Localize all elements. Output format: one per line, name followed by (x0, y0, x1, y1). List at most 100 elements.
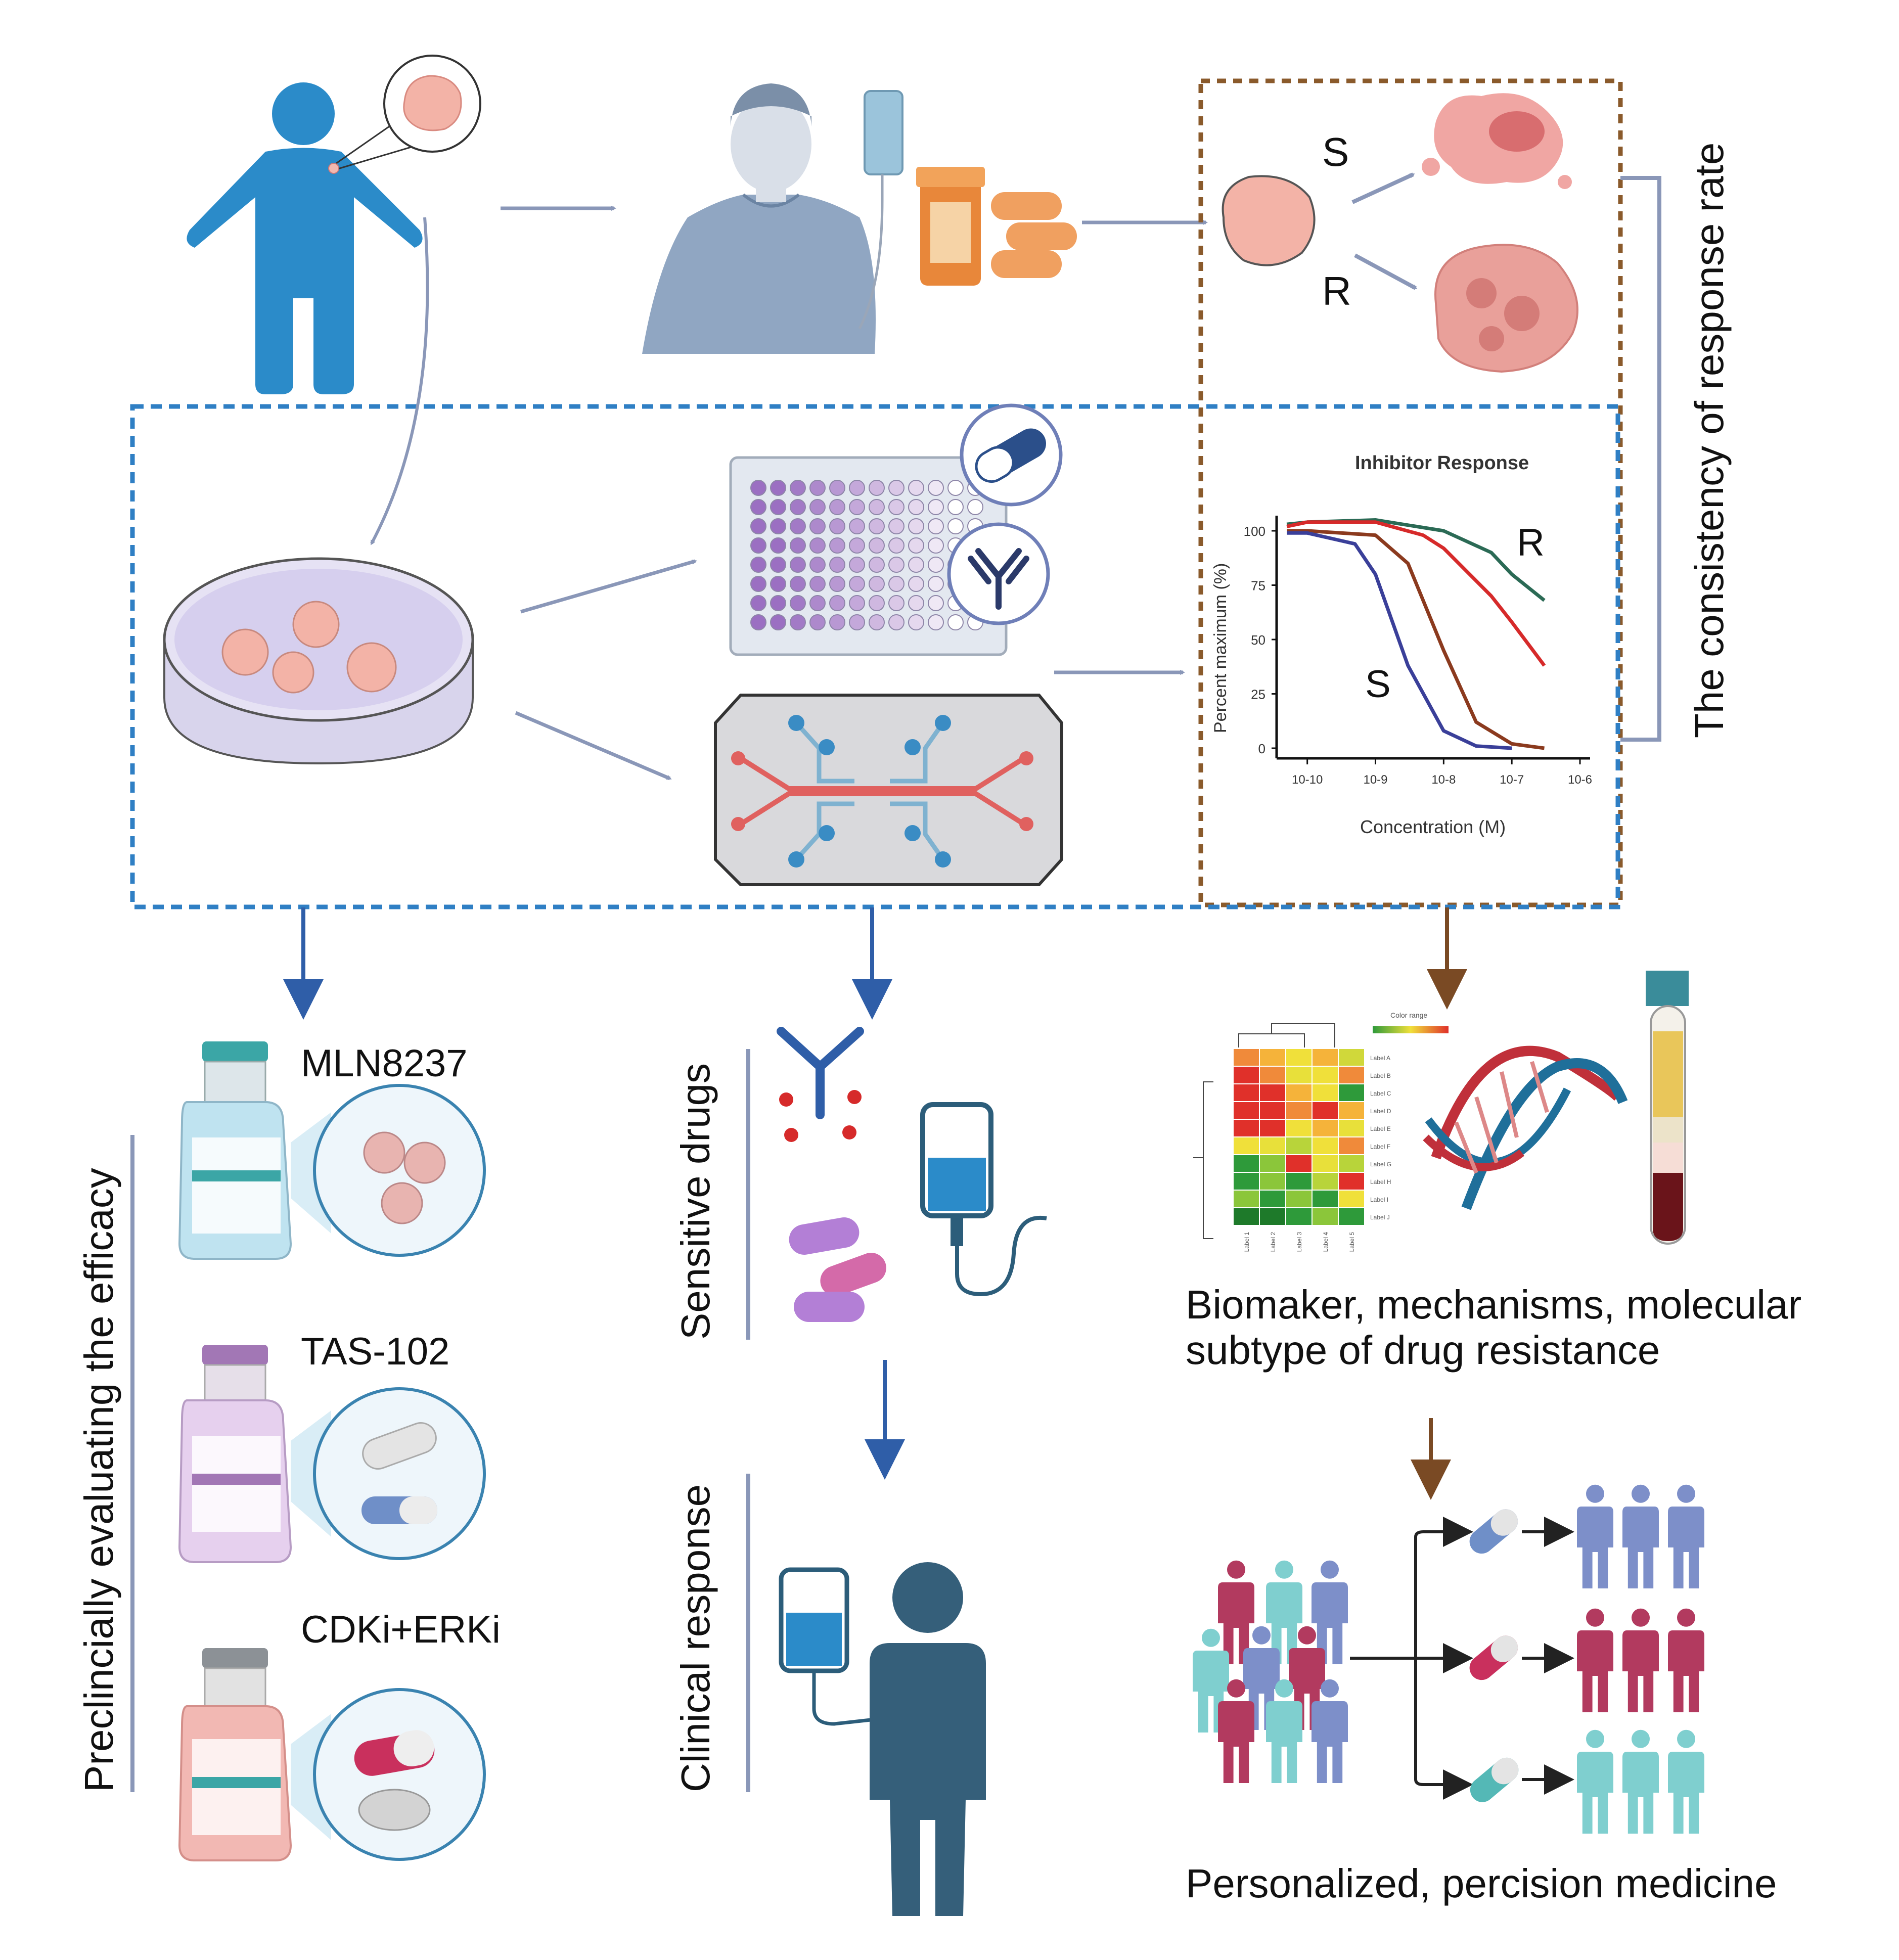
responder-person-icon (1622, 1507, 1659, 1588)
well (908, 499, 924, 515)
chart-label-r: R (1517, 521, 1545, 564)
heatmap-row-label: Label C (1370, 1090, 1391, 1097)
y-tick-label: 25 (1251, 687, 1265, 702)
x-tick-label: 10-10 (1292, 773, 1323, 787)
well (928, 518, 944, 534)
well (908, 518, 924, 534)
petri-dish-icon (163, 557, 474, 765)
well (947, 499, 964, 515)
blue-dashed-box (130, 404, 1620, 909)
well (770, 480, 786, 496)
x-tick-label: 10-9 (1363, 773, 1387, 787)
x-tick-label: 10-8 (1431, 773, 1456, 787)
well (770, 595, 786, 611)
person-icon (1266, 1701, 1302, 1783)
heatmap-cell (1234, 1120, 1259, 1136)
person-icon (1312, 1701, 1348, 1783)
heatmap-cell (1313, 1049, 1338, 1066)
well (928, 576, 944, 592)
vial-tas102-icon (178, 1345, 486, 1563)
heatmap-dendrogram (1193, 1023, 1335, 1239)
heatmap-row-label: Label H (1370, 1178, 1391, 1186)
well (849, 557, 865, 573)
capsule-teal-icon (1470, 1757, 1519, 1802)
well (869, 595, 885, 611)
heatmap-row-label: Label E (1370, 1125, 1391, 1132)
well (770, 557, 786, 573)
well-plate-icon (729, 456, 1008, 656)
well (809, 480, 826, 496)
heatmap-cell (1286, 1120, 1312, 1136)
well (750, 518, 766, 534)
responder-groups-icon (1577, 1484, 1704, 1834)
well (869, 614, 885, 630)
well (809, 518, 826, 534)
x-tick-label: 10-7 (1500, 773, 1524, 787)
well (869, 557, 885, 573)
heatmap-cell (1260, 1191, 1285, 1207)
person-icon (1275, 1560, 1293, 1579)
clinical-response-label: Clinical response (673, 1484, 718, 1792)
consistency-bracket (1620, 176, 1661, 742)
heatmap-cell (1286, 1191, 1312, 1207)
responder-person-icon (1668, 1752, 1704, 1834)
drug-tas102: TAS-102 (301, 1330, 450, 1373)
heatmap-cell (1339, 1067, 1364, 1083)
y-tick-label: 100 (1244, 524, 1265, 539)
heatmap-cell (1286, 1084, 1312, 1101)
chart-title: Inhibitor Response (1355, 452, 1529, 474)
heatmap-col-label: Label 2 (1270, 1232, 1277, 1252)
heatmap-cell (1234, 1084, 1259, 1101)
heatmap-cell (1313, 1155, 1338, 1172)
well (947, 518, 964, 534)
biomarker-text-line2: subtype of drug resistance (1186, 1328, 1660, 1373)
well (809, 537, 826, 554)
treated-patient-icon (642, 83, 876, 354)
well (869, 518, 885, 534)
well (849, 518, 865, 534)
well (829, 576, 845, 592)
resistant-label: R (1322, 268, 1351, 313)
heatmap-cell (1313, 1120, 1338, 1136)
vial-mln8237-icon (178, 1041, 486, 1260)
well (849, 595, 865, 611)
responder-person-icon (1632, 1729, 1650, 1748)
heatmap-cell (1339, 1137, 1364, 1154)
heatmap-cell (1339, 1155, 1364, 1172)
heatmap-color-range (1373, 1026, 1449, 1033)
well (908, 480, 924, 496)
heatmap-cell (1339, 1084, 1364, 1101)
blood-tube-icon (1646, 971, 1689, 1245)
tumor-zoom-icon (328, 55, 481, 174)
well (928, 614, 944, 630)
well (888, 595, 905, 611)
iv-infusion-icon (920, 1102, 1047, 1297)
patient-infusion-icon (779, 1562, 986, 1916)
preclinical-label: Preclincially evaluating the efficacy (76, 1168, 121, 1792)
sensitive-tumor-icon (1422, 93, 1572, 189)
well (809, 499, 826, 515)
heatmap-cell (1313, 1067, 1338, 1083)
well (790, 480, 806, 496)
heatmap-cell (1260, 1120, 1285, 1136)
responder-person-icon (1677, 1484, 1695, 1503)
pill-bottle-icon (916, 167, 1077, 286)
well (869, 537, 885, 554)
well (790, 499, 806, 515)
heatmap-row-label: Label I (1370, 1196, 1388, 1203)
capsule-badge-icon (960, 403, 1063, 507)
iv-bag-icon (858, 90, 903, 330)
well (750, 557, 766, 573)
responder-person-icon (1668, 1630, 1704, 1712)
well (947, 614, 964, 630)
well (770, 614, 786, 630)
heatmap-legend-label: Color range (1390, 1011, 1428, 1019)
y-tick-label: 75 (1251, 578, 1265, 594)
well (888, 557, 905, 573)
heatmap-col-label: Label 3 (1296, 1232, 1303, 1252)
well (908, 537, 924, 554)
well (750, 576, 766, 592)
person-icon (1202, 1628, 1220, 1647)
stratification-arrows (1350, 1517, 1574, 1800)
